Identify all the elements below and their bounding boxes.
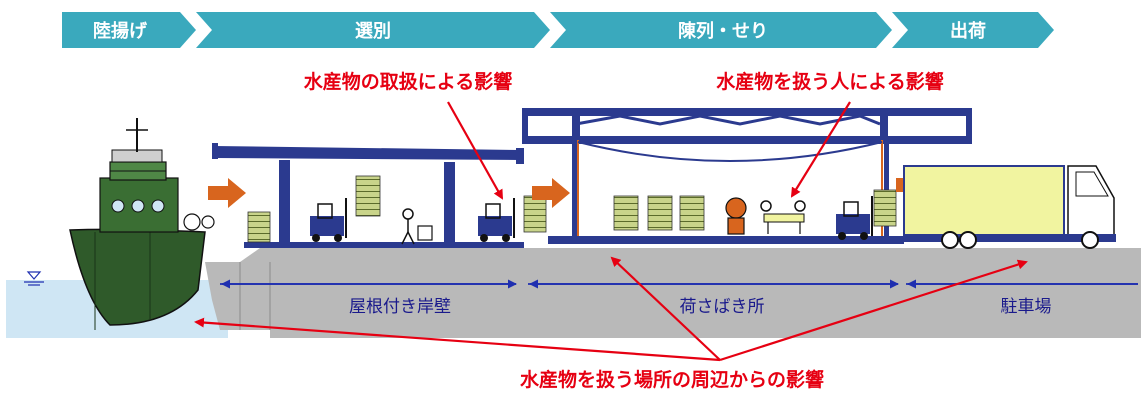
zone-covered-quay-label: 屋根付き岸壁 [349,297,451,317]
zone-market-hall-label: 荷さばき所 [680,297,765,317]
step-bar: 陸揚げ 選別 陳列・せり 出荷 [62,12,1054,48]
step-unloading: 陸揚げ [62,12,196,48]
step-sorting-label: 選別 [355,21,391,42]
flow-arrows [208,170,934,208]
step-display-auction: 陳列・せり [550,12,892,48]
annotation-handling: 水産物の取扱による影響 [304,70,512,93]
worker-figures [401,200,806,245]
step-shipping: 出荷 [892,12,1054,48]
water-level-icon [24,271,44,286]
fishing-boat [69,118,215,330]
annotation-people: 水産物を扱う人による影響 [716,70,943,93]
covered-quay-structure [212,143,524,248]
truck-icon [903,165,1116,249]
step-unloading-label: 陸揚げ [93,20,148,42]
step-sorting: 選別 [196,12,550,48]
annotation-arrows [194,101,1028,362]
fish-crate-stacks [247,175,897,243]
zone-parking-label: 駐車場 [1001,297,1052,317]
market-hall-structure [522,108,972,244]
annotation-surroundings: 水産物を扱う場所の周辺からの影響 [520,368,824,391]
step-display-auction-label: 陳列・せり [678,20,768,42]
scale-icon [725,197,747,235]
quay-ground [205,248,1141,338]
step-shipping-label: 出荷 [950,20,986,42]
forklift-icons [310,196,873,242]
